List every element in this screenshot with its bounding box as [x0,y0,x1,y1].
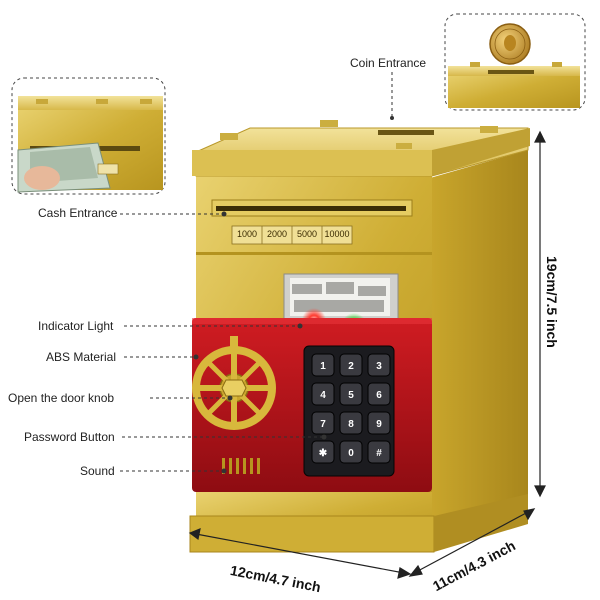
denomination-label: 5000 [296,229,318,239]
keypad-key[interactable]: 2 [339,353,363,377]
keypad-key[interactable]: 7 [311,411,335,435]
label-abs-material: ABS Material [46,350,117,364]
keypad-key-label: 9 [376,419,382,430]
keypad-key-label: 4 [320,390,326,401]
keypad-key-label: # [376,448,382,459]
keypad-key[interactable]: 1 [311,353,335,377]
keypad-key[interactable]: 4 [311,382,335,406]
cash-inset [11,77,166,195]
keypad-key[interactable]: 8 [339,411,363,435]
keypad-key-label: 8 [348,419,354,430]
keypad-key-label: 3 [376,361,382,372]
speaker-grille-icon [222,458,260,474]
keypad-key[interactable]: 0 [339,440,363,464]
denomination-label: 1000 [236,229,258,239]
keypad-key[interactable]: ✱ [311,440,335,464]
knob-wheel-icon[interactable] [192,336,276,430]
keypad-key[interactable]: 9 [367,411,391,435]
keypad-key-label: 2 [348,361,354,372]
label-password-button: Password Button [24,430,115,444]
label-coin-entrance: Coin Entrance [350,56,427,70]
keypad-key-label: 0 [348,448,354,459]
label-door-knob: Open the door knob [8,391,115,405]
denomination-label: 2000 [266,229,288,239]
keypad-key-label: ✱ [319,448,328,459]
label-cash-entrance: Cash Entrance [38,206,118,220]
keypad-key[interactable]: 5 [339,382,363,406]
label-indicator-light: Indicator Light [38,319,114,333]
keypad-key[interactable]: 6 [367,382,391,406]
keypad-key-label: 5 [348,390,354,401]
keypad: 1 2 3 4 5 6 7 8 9 ✱ 0 # [311,353,391,464]
coin-inset [444,13,586,111]
label-sound: Sound [80,464,115,478]
keypad-key[interactable]: # [367,440,391,464]
denomination-label: 10000 [324,229,350,239]
coin-icon [489,23,531,65]
keypad-key-label: 7 [320,419,326,430]
keypad-key-label: 1 [320,361,326,372]
dimension-height: 19cm/7.5 inch [544,256,560,348]
keypad-key[interactable]: 3 [367,353,391,377]
keypad-key-label: 6 [376,390,382,401]
